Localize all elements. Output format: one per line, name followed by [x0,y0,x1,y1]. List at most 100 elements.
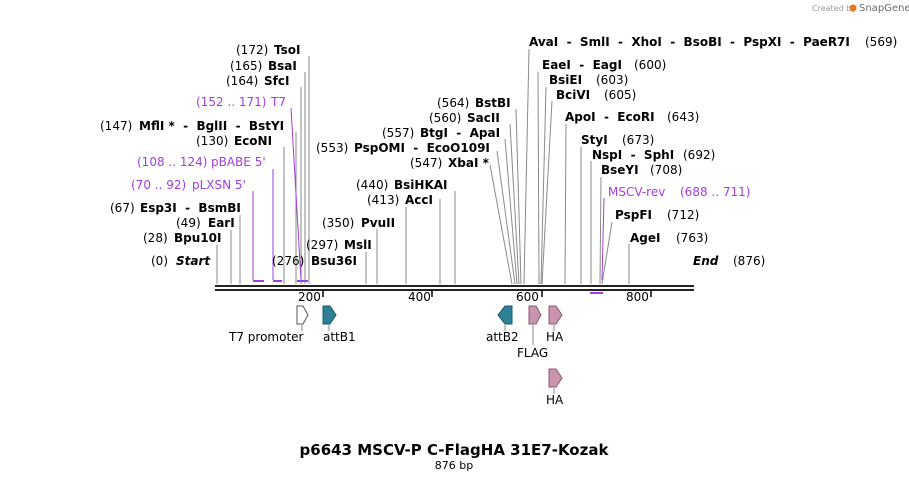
enzyme-eaei[interactable]: EaeI - EagI(600) [542,58,666,72]
enzyme-styi[interactable]: StyI(673) [581,133,654,147]
enzyme-tsoi[interactable]: (172) TsoI [236,43,300,57]
svg-text:Start: Start [176,254,211,268]
svg-text:(553): (553) [316,141,348,155]
plasmid-length: 876 bp [435,459,473,472]
svg-text:EaeI - EagI: EaeI - EagI [542,58,622,72]
svg-text:SfcI: SfcI [264,74,289,88]
svg-text:(673): (673) [622,133,654,147]
snapgene-logo-icon [849,4,857,12]
svg-text:(130): (130) [196,134,228,148]
ruler-tick-label: 600 [516,290,539,304]
svg-text:Esp3I - BsmBI: Esp3I - BsmBI [140,201,241,215]
enzyme-apoi[interactable]: ApoI - EcoRI(643) [565,110,699,124]
svg-text:End: End [693,254,719,268]
primer-plxsn5[interactable]: (70 .. 92)pLXSN 5' [131,178,246,192]
enzyme-nspi[interactable]: NspI - SphI(692) [592,148,715,162]
svg-text:(297): (297) [306,238,338,252]
enzyme-eari[interactable]: (49)EarI [176,216,235,230]
primer-leaders [252,107,605,281]
svg-text:(564): (564) [437,96,469,110]
ruler-tick-label: 400 [408,290,431,304]
svg-text:BciVI: BciVI [556,88,590,102]
svg-text:T7: T7 [270,95,286,109]
enzyme-pvuii[interactable]: (350)PvuII [322,216,395,230]
svg-text:(147): (147) [100,119,132,133]
svg-text:MSCV-rev: MSCV-rev [608,185,665,199]
enzyme-sfci[interactable]: (164)SfcI [226,74,289,88]
feature-label: attB1 [323,330,356,344]
primer-pbabe5[interactable]: (108 .. 124)pBABE 5' [137,155,266,169]
svg-text:(108 .. 124): (108 .. 124) [137,155,207,169]
svg-text:PspFI: PspFI [615,208,652,222]
svg-text:(603): (603) [596,73,628,87]
svg-text:(165): (165) [230,59,262,73]
primer-mscv-rev[interactable]: MSCV-rev(688 .. 711) [608,185,750,199]
ha-arrow-icon[interactable] [548,305,563,325]
svg-text:TsoI: TsoI [274,43,300,57]
ha-arrow-icon[interactable] [548,368,563,388]
enzyme-msli[interactable]: (297) MslI [306,238,372,252]
svg-text:pLXSN 5': pLXSN 5' [192,178,246,192]
enzyme-btgi[interactable]: (557) BtgI - ApaI [382,126,500,140]
svg-text:(413): (413) [367,193,399,207]
enzyme-bpu10i[interactable]: (28)Bpu10I [143,231,221,245]
sequence-backbone [215,285,694,291]
enzyme-avai[interactable]: AvaI - SmlI - XhoI - BsoBI - PspXI - Pae… [529,35,897,49]
enzyme-xbai[interactable]: (547)XbaI * [410,156,490,170]
svg-text:XbaI *: XbaI * [448,156,490,170]
enzyme-pspfi[interactable]: PspFI (712) [615,208,699,222]
svg-text:(712): (712) [667,208,699,222]
enzyme-bsu36i[interactable]: (276)Bsu36I [272,254,357,268]
enzyme-sacii[interactable]: (560)SacII [429,111,500,125]
svg-text:(643): (643) [667,110,699,124]
svg-text:(0): (0) [151,254,168,268]
enzyme-econi[interactable]: (130) EcoNI [196,134,272,148]
svg-text:MslI: MslI [344,238,372,252]
enzyme-start[interactable]: (0) Start [151,254,211,268]
feature-label: T7 promoter [228,330,304,344]
svg-text:Bsu36I: Bsu36I [311,254,357,268]
enzyme-bsiei[interactable]: BsiEI (603) [549,73,628,87]
svg-text:(605): (605) [604,88,636,102]
enzyme-acci[interactable]: (413)AccI [367,193,433,207]
enzyme-mfli[interactable]: (147)MflI * - BglII - BstYI [100,119,284,133]
ruler-tick-label: 200 [298,290,321,304]
t7-promoter-arrow-icon[interactable] [296,305,309,325]
svg-text:(67): (67) [110,201,135,215]
feature-label: FLAG [517,346,548,360]
svg-text:BtgI - ApaI: BtgI - ApaI [420,126,500,140]
svg-text:(152 .. 171): (152 .. 171) [196,95,266,109]
svg-text:BsiEI: BsiEI [549,73,582,87]
svg-text:BstBI: BstBI [475,96,511,110]
svg-text:EarI: EarI [208,216,235,230]
enzyme-bcivi[interactable]: BciVI (605) [556,88,636,102]
svg-text:(557): (557) [382,126,414,140]
feature-label: HA [546,393,564,407]
enzyme-end[interactable]: End (876) [693,254,765,268]
ruler: 200 400 600 800 [298,290,652,304]
flag-arrow-icon[interactable] [528,305,542,325]
primer-t7[interactable]: (152 .. 171) T7 [196,95,286,109]
enzyme-bseyi[interactable]: BseYI(708) [601,163,682,177]
svg-text:(560): (560) [429,111,461,125]
svg-text:(692): (692) [683,148,715,162]
enzyme-esp3i[interactable]: (67) Esp3I - BsmBI [110,201,241,215]
credit-prefix: Created by [812,4,856,13]
svg-text:(763): (763) [676,231,708,245]
svg-text:(876): (876) [733,254,765,268]
plasmid-title: p6643 MSCV-P C-FlagHA 31E7-Kozak [300,441,610,459]
attb1-arrow-icon[interactable] [322,305,337,325]
enzyme-bsai[interactable]: (165)BsaI [230,59,297,73]
attb2-arrow-icon[interactable] [497,305,513,325]
enzyme-bstbi[interactable]: (564) BstBI [437,96,511,110]
svg-text:(569): (569) [865,35,897,49]
ruler-tick-label: 800 [626,290,649,304]
enzyme-bsihkai[interactable]: (440)BsiHKAI [356,178,448,192]
enzyme-agei[interactable]: AgeI(763) [630,231,708,245]
enzyme-pspomi[interactable]: (553)PspOMI - EcoO109I [316,141,490,155]
svg-text:EcoNI: EcoNI [234,134,272,148]
features: T7 promoter attB1 attB2 FLAG HA HA [228,305,564,407]
svg-text:(172): (172) [236,43,268,57]
